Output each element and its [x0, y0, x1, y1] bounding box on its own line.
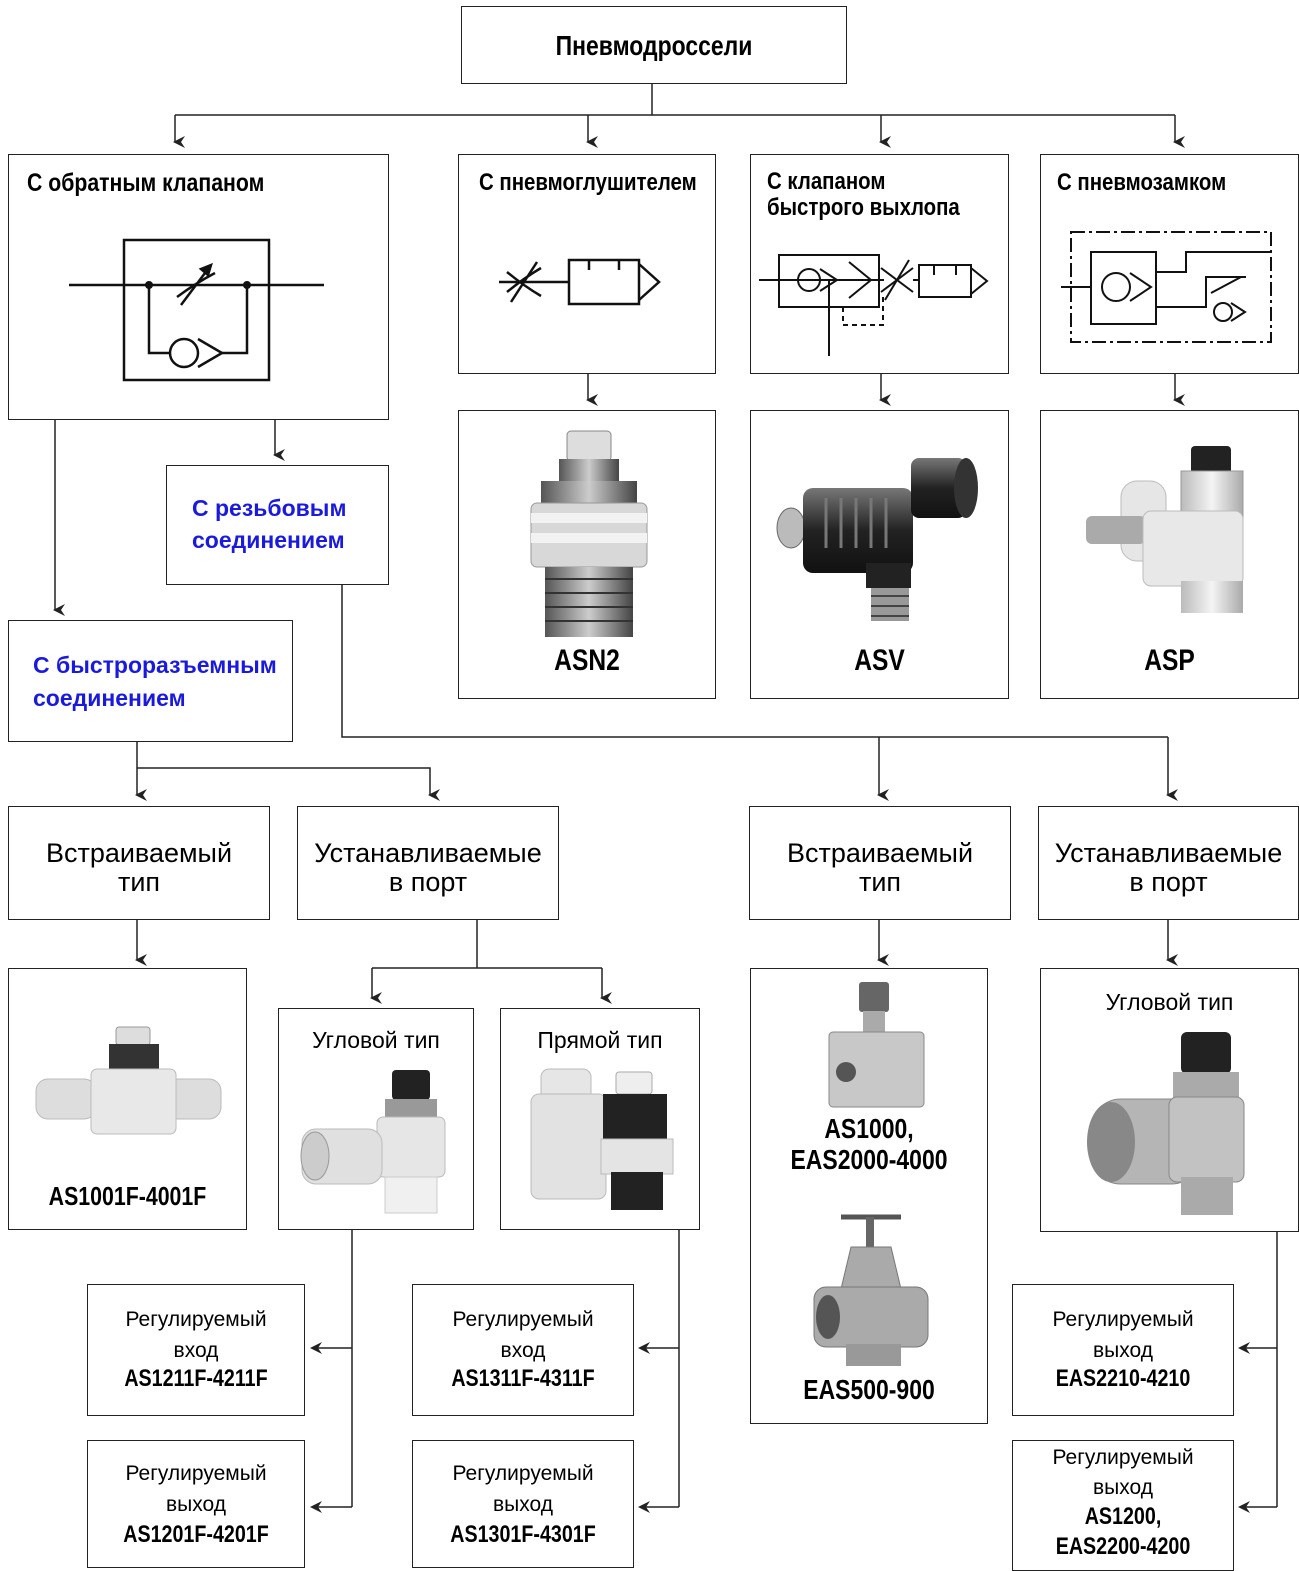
root-title: Пневмодроссели — [555, 30, 753, 61]
silencer-box: С пневмоглушителем — [458, 154, 716, 374]
as1211f-code: AS1211F-4211F — [124, 1365, 268, 1392]
as1301f-outlet-label: выход — [493, 1493, 553, 1516]
as1201f-outlet-label: выход — [166, 1493, 226, 1516]
threaded-label-1: С резьбовым — [192, 495, 347, 521]
quick-exhaust-label-2: быстрого выхлопа — [767, 194, 960, 221]
as1200-outlet-label: выход — [1093, 1476, 1153, 1499]
port-label-2: в порт — [388, 867, 468, 897]
pilot-check-label: С пневмозамком — [1057, 169, 1227, 196]
check-valve-box: С обратным клапаном — [8, 154, 389, 420]
right-elbow-photo — [1087, 1032, 1245, 1215]
asn2-label: ASN2 — [554, 644, 620, 677]
eas500-label: EAS500-900 — [803, 1374, 935, 1405]
as1311f-leaf-box: Регулируемый вход AS1311F-4311F — [412, 1284, 634, 1416]
as1000-product-box: AS1000, EAS2000-4000 EAS500-900 — [750, 968, 988, 1424]
quick-label-1: С быстроразъемным — [33, 652, 277, 678]
quick-label-2: соединением — [33, 685, 186, 711]
check-valve-symbol — [69, 238, 324, 382]
port-type-box-right: Устанавливаемые в порт — [1038, 806, 1299, 920]
asv-label: ASV — [854, 644, 905, 677]
port-label-2-right: в порт — [1129, 867, 1208, 897]
pilot-check-box: С пневмозамком — [1040, 154, 1299, 374]
straight-type-label: Прямой тип — [537, 1027, 663, 1053]
eas2210-outlet-label: выход — [1093, 1339, 1153, 1362]
inline-type-box-left: Встраиваемый тип — [8, 806, 270, 920]
eas2210-adjustable-label: Регулируемый — [1052, 1308, 1194, 1331]
port-type-box-left: Устанавливаемые в порт — [297, 806, 559, 920]
straight-type-box: Прямой тип — [500, 1008, 700, 1230]
as1201f-code: AS1201F-4201F — [123, 1521, 269, 1548]
as1201f-adjustable-label: Регулируемый — [125, 1462, 267, 1485]
pilot-check-symbol — [1061, 231, 1272, 343]
threaded-connection-box: С резьбовым соединением — [166, 465, 389, 585]
as1311f-code: AS1311F-4311F — [451, 1365, 595, 1392]
as1311f-inlet-label: вход — [500, 1339, 546, 1362]
as1301f-adjustable-label: Регулируемый — [452, 1462, 594, 1485]
check-valve-label: С обратным клапаном — [27, 169, 265, 197]
eas2210-code: EAS2210-4210 — [1055, 1365, 1191, 1392]
as1000-label-2: EAS2000-4000 — [790, 1144, 948, 1175]
silencer-label: С пневмоглушителем — [479, 169, 697, 196]
inline-label-2: тип — [117, 867, 161, 897]
as1211f-inlet-label: вход — [173, 1339, 219, 1362]
as1201f-leaf-box: Регулируемый выход AS1201F-4201F — [87, 1440, 305, 1568]
as1200-code-2: EAS2200-4200 — [1055, 1533, 1191, 1560]
as1000-photo — [828, 982, 925, 1108]
as1211f-adjustable-label: Регулируемый — [125, 1308, 267, 1331]
as1301f-code: AS1301F-4301F — [450, 1521, 596, 1548]
port-label-1: Устанавливаемые — [314, 838, 542, 868]
right-elbow-type-label: Угловой тип — [1105, 989, 1234, 1015]
asp-product-box: ASP — [1040, 410, 1299, 699]
as1200-code-1: AS1200, — [1084, 1503, 1162, 1530]
asv-product-box: ASV — [750, 410, 1009, 699]
as1001f-label: AS1001F-4001F — [48, 1181, 207, 1211]
elbow-type-box: Угловой тип — [278, 1008, 474, 1230]
right-elbow-type-box: Угловой тип — [1040, 968, 1299, 1232]
inline-label-2-right: тип — [858, 867, 902, 897]
eas2210-leaf-box: Регулируемый выход EAS2210-4210 — [1012, 1284, 1234, 1416]
quick-exhaust-symbol — [759, 254, 989, 356]
quick-exhaust-label-1: С клапаном — [767, 168, 886, 195]
root-box: Пневмодроссели — [461, 6, 847, 84]
asn2-product-box: ASN2 — [458, 410, 716, 699]
asp-label: ASP — [1144, 644, 1195, 677]
as1000-label-1: AS1000, — [824, 1113, 914, 1144]
asv-photo — [776, 458, 978, 621]
inline-type-box-right: Встраиваемый тип — [749, 806, 1011, 920]
inline-label-1-right: Встраиваемый — [786, 838, 974, 868]
asn2-photo — [530, 430, 648, 637]
elbow-fitting-photo — [300, 1070, 446, 1214]
straight-fitting-photo — [530, 1068, 674, 1210]
eas500-photo — [813, 1214, 929, 1366]
asp-photo — [1086, 446, 1244, 613]
as1301f-leaf-box: Регулируемый выход AS1301F-4301F — [412, 1440, 634, 1568]
as1200-leaf-box: Регулируемый выход AS1200, EAS2200-4200 — [1012, 1440, 1234, 1571]
as1211f-leaf-box: Регулируемый вход AS1211F-4211F — [87, 1284, 305, 1416]
quick-connection-box: С быстроразъемным соединением — [8, 620, 293, 742]
as1001f-product-box: AS1001F-4001F — [8, 968, 247, 1230]
quick-exhaust-box: С клапаном быстрого выхлопа — [750, 154, 1009, 374]
threaded-label-2: соединением — [192, 527, 345, 553]
silencer-symbol — [499, 258, 661, 306]
as1200-adjustable-label: Регулируемый — [1052, 1446, 1194, 1469]
port-label-1-right: Устанавливаемые — [1054, 838, 1283, 868]
elbow-type-label: Угловой тип — [312, 1027, 440, 1053]
inline-label-1: Встраиваемый — [45, 838, 233, 868]
as1311f-adjustable-label: Регулируемый — [452, 1308, 594, 1331]
as1001f-photo — [35, 1026, 222, 1135]
